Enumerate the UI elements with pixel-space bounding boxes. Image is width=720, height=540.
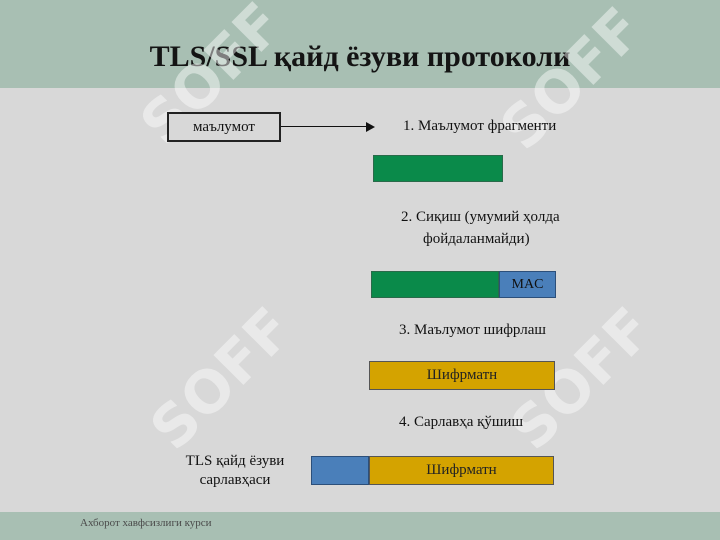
step-1-label: 1. Маълумот фрагменти [403,118,557,134]
compressed-block [371,271,499,298]
watermark-text: SOFF [137,300,300,463]
step-2-label-line2: фойдаланмайди) [423,231,530,247]
record-header-label-line1: TLS қайд ёзуви [185,453,285,469]
record-header-label: TLS қайд ёзуви сарлавҳаси [168,452,302,490]
fragment-block [373,155,503,182]
arrow-line [281,126,369,127]
record-header-label-line2: сарлавҳаси [199,472,271,488]
ciphertext-block: Шифрматн [369,361,555,390]
step-2-label: 2. Сиқиш (умумий ҳолда [401,209,560,225]
mac-block: MAC [499,271,556,298]
step-4-label: 4. Сарлавҳа қўшиш [399,414,524,430]
arrow-head-icon [366,122,375,132]
slide-title: TLS/SSL қайд ёзуви протоколи [149,40,571,73]
footer-band [0,512,720,540]
header-band [0,0,720,88]
data-input-box: маълумот [167,112,281,142]
record-header-block [311,456,369,485]
final-ciphertext-block: Шифрматн [369,456,554,485]
step-3-label: 3. Маълумот шифрлаш [399,322,546,338]
footer-text: Ахборот хавфсизлиги курси [80,517,212,529]
